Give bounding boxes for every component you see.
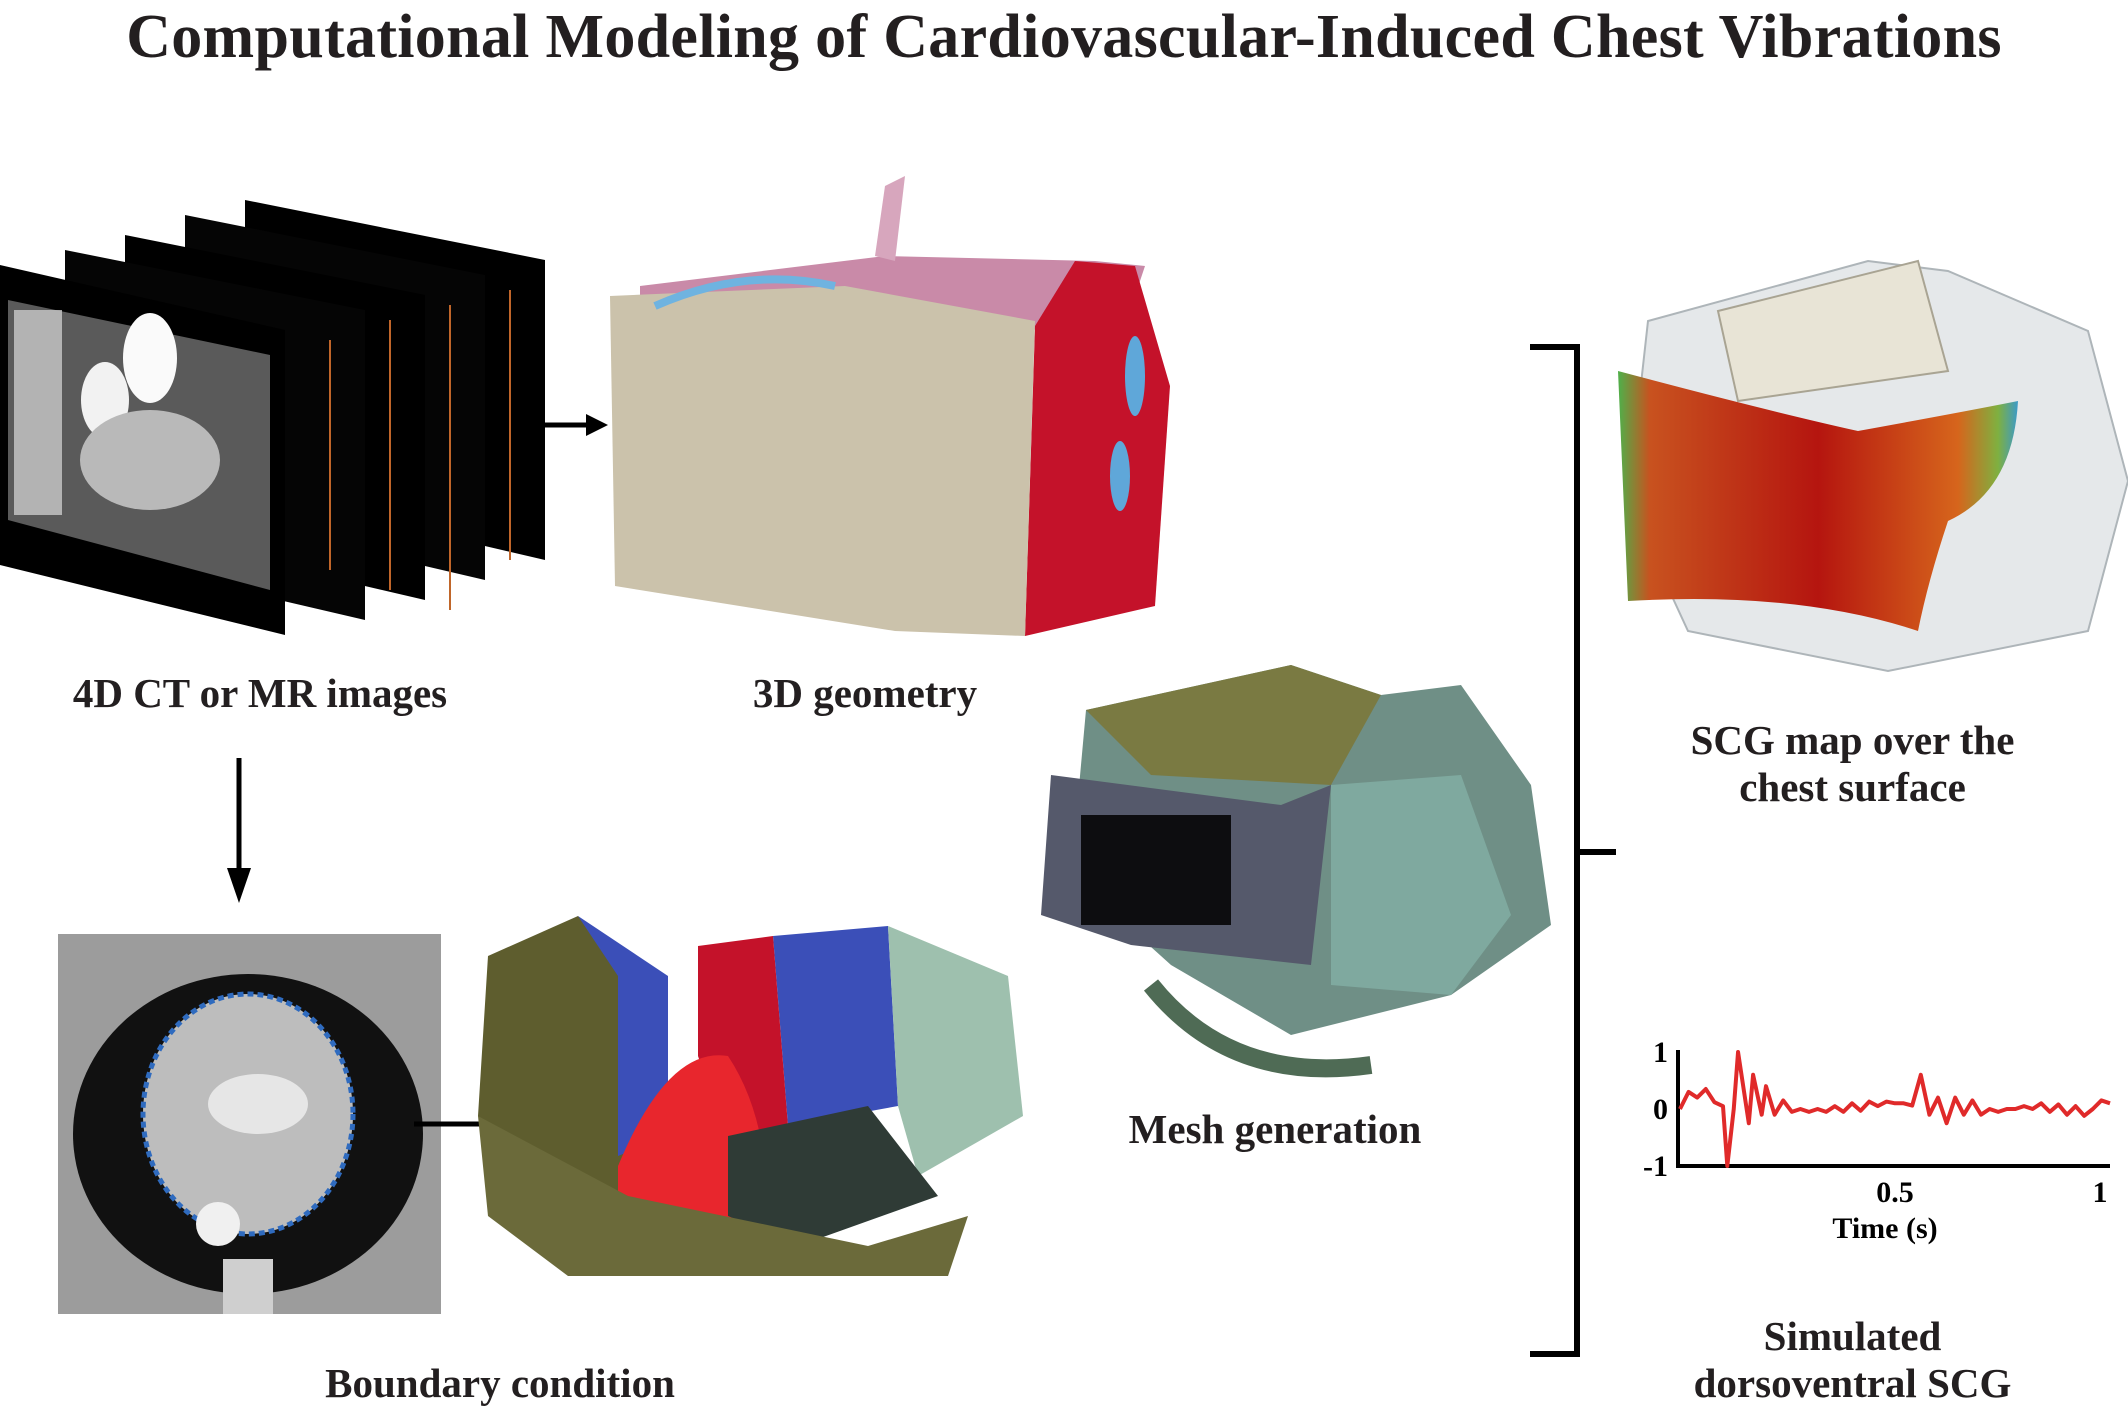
- simulated-label-line2: dorsoventral SCG: [1693, 1360, 2012, 1406]
- ct-image-stack: [0, 200, 545, 635]
- y-tick-label: 0: [1653, 1093, 1668, 1126]
- boundary-condition-label: Boundary condition: [325, 1360, 675, 1406]
- mesh-generation-label: Mesh generation: [1128, 1106, 1422, 1152]
- x-tick-label: 0.5: [1876, 1176, 1914, 1209]
- arrow-down: [227, 758, 251, 903]
- ct-images-label: 4D CT or MR images: [72, 670, 448, 716]
- y-axis: [1676, 1050, 2110, 1168]
- arrow-to-geometry: [540, 414, 608, 436]
- bracket: [1530, 344, 1616, 1357]
- boundary-condition-model: [478, 916, 1023, 1276]
- scg-map-model: [1618, 259, 2128, 673]
- y-tick-label: -1: [1643, 1150, 1668, 1183]
- mesh-model: [1041, 665, 1551, 1078]
- 3d-geometry-model: [610, 176, 1170, 636]
- x-tick-label: 1: [2093, 1176, 2108, 1209]
- geometry-label: 3D geometry: [752, 670, 978, 716]
- axial-ct-slice: [58, 934, 441, 1314]
- x-axis-label: Time (s): [1832, 1212, 1937, 1245]
- scg-map-label-line2: chest surface: [1739, 764, 1966, 810]
- scg-chart: 1 0 -1 0.5 1 Time (s): [1643, 1036, 2111, 1245]
- scg-signal-line: [1678, 1050, 2111, 1168]
- scg-map-label-line1: SCG map over the: [1690, 717, 2015, 763]
- y-tick-label: 1: [1653, 1036, 1668, 1069]
- simulated-label-line1: Simulated: [1763, 1313, 1942, 1359]
- figure-title: Computational Modeling of Cardiovascular…: [126, 3, 2002, 71]
